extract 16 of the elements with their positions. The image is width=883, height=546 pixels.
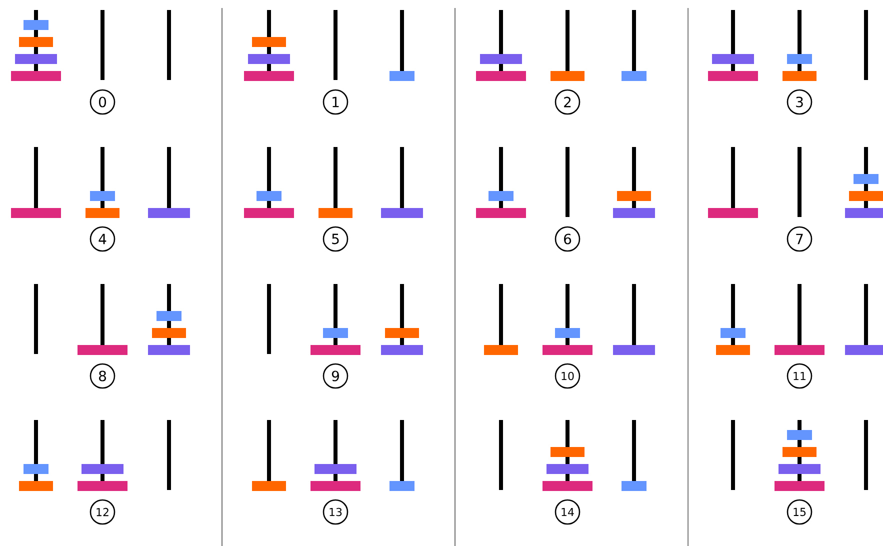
state-number: 8 xyxy=(90,363,116,389)
state-number: 7 xyxy=(786,226,812,252)
state-number: 12 xyxy=(90,499,116,525)
state-number: 6 xyxy=(554,226,580,252)
state-number: 3 xyxy=(786,89,812,115)
state-number: 11 xyxy=(786,363,812,389)
state-number: 15 xyxy=(786,499,812,525)
state-number: 13 xyxy=(322,499,348,525)
state-number: 4 xyxy=(90,226,116,252)
state-number: 14 xyxy=(554,499,580,525)
state-number: 9 xyxy=(322,363,348,389)
state-number: 1 xyxy=(322,89,348,115)
state-number: 10 xyxy=(554,363,580,389)
state-number: 2 xyxy=(554,89,580,115)
state-number: 5 xyxy=(322,226,348,252)
state-number: 0 xyxy=(90,89,116,115)
